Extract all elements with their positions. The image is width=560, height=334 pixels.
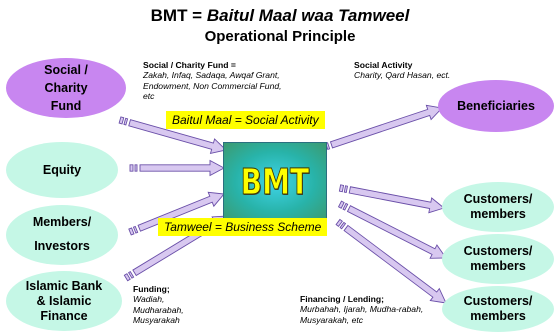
- customers-members-node-3: Customers/ members: [442, 286, 554, 332]
- bmt-label: BMT: [240, 161, 310, 203]
- arrow-bmt-to-customers-1: [338, 184, 445, 214]
- islamic-bank-node: Islamic Bank & Islamic Finance: [6, 271, 122, 331]
- arrow-bmt-to-beneficiaries: [320, 104, 443, 152]
- financing-note: Financing / Lending; Murbahah, Ijarah, M…: [300, 294, 424, 325]
- customers-members-node-2: Customers/ members: [442, 234, 554, 284]
- bmt-center-box: BMT: [223, 142, 327, 222]
- page-subtitle: Operational Principle: [204, 28, 356, 45]
- arrow-social-fund-to-bmt: [118, 116, 227, 155]
- funding-note: Funding; Wadiah, Mudharabah, Musyarakah: [133, 284, 184, 325]
- arrow-bmt-to-customers-2: [337, 200, 447, 259]
- social-charity-fund-node: Social / Charity Fund: [6, 58, 126, 118]
- equity-node: Equity: [6, 142, 118, 198]
- customers-members-node-1: Customers/ members: [442, 182, 554, 232]
- members-investors-node: Members/ Investors: [6, 205, 118, 265]
- baitul-maal-banner: Baitul Maal = Social Activity: [166, 111, 325, 129]
- arrow-equity-to-bmt: [129, 159, 225, 177]
- arrow-bmt-to-customers-3: [335, 218, 447, 304]
- beneficiaries-node: Beneficiaries: [438, 80, 554, 132]
- page-title: BMT = Baitul Maal waa Tamweel: [150, 6, 410, 25]
- tamweel-banner: Tamweel = Business Scheme: [158, 218, 328, 236]
- social-activity-note: Social Activity Charity, Qard Hasan, ect…: [354, 60, 451, 81]
- social-fund-note: Social / Charity Fund = Zakah, Infaq, Sa…: [143, 60, 282, 101]
